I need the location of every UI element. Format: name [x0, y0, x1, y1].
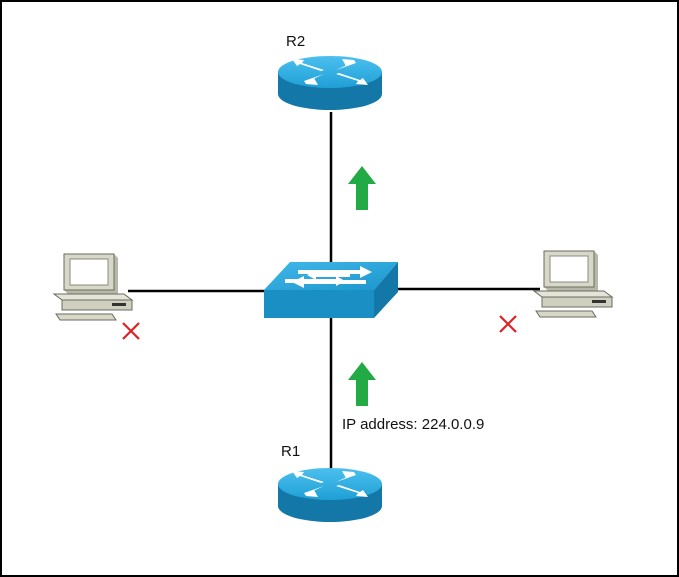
- ip-address-annotation: IP address: 224.0.0.9: [342, 416, 484, 433]
- multicast-arrow-icon: [348, 166, 376, 210]
- router-r2: [278, 56, 382, 110]
- router-r1-label: R1: [281, 443, 300, 460]
- router-r2-label: R2: [286, 33, 305, 50]
- computer-left: [53, 253, 133, 321]
- switch: [264, 262, 398, 318]
- switch-icon: [264, 262, 398, 318]
- blocked-x-icon: [498, 314, 518, 334]
- computer-right: [533, 250, 613, 318]
- multicast-arrow-icon: [348, 362, 376, 406]
- router-r1: [278, 468, 382, 522]
- computer-icon: [533, 250, 613, 318]
- computer-icon: [53, 253, 133, 321]
- blocked-x-icon: [121, 321, 141, 341]
- router-icon: [278, 56, 382, 110]
- router-icon: [278, 468, 382, 522]
